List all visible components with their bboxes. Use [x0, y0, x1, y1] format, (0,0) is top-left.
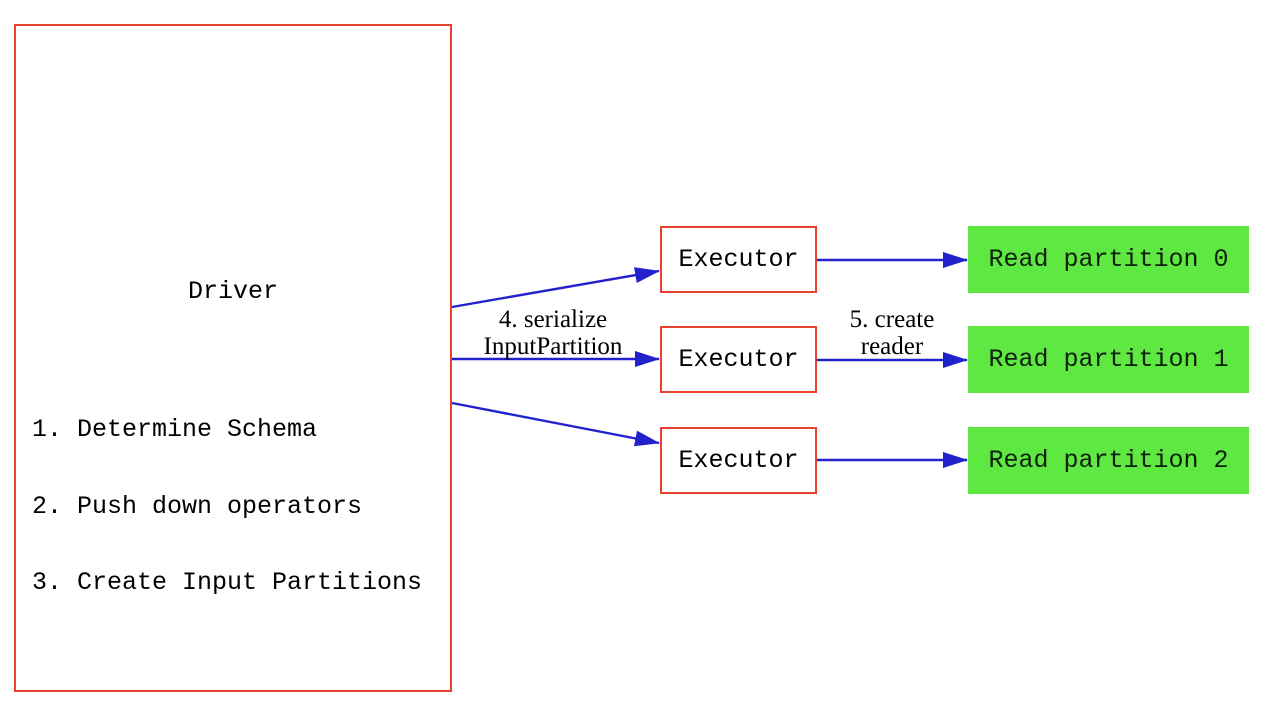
driver-steps-list: 1. Determine Schema 2. Push down operato…	[32, 366, 422, 647]
edge-label-reader-line2: reader	[860, 333, 924, 360]
edge-label-create-reader: 5. create reader	[812, 306, 972, 360]
edge-label-serialize-inputpartition: 4. serialize InputPartition	[451, 306, 655, 360]
executor-node-2: Executor	[660, 326, 817, 393]
driver-node: Driver 1. Determine Schema 2. Push down …	[14, 24, 452, 692]
driver-step-3: 3. Create Input Partitions	[32, 568, 423, 597]
partition-node-2: Read partition 2	[968, 427, 1249, 494]
driver-title: Driver	[187, 277, 278, 306]
driver-step-1: 1. Determine Schema	[32, 415, 318, 444]
executor-node-3: Executor	[660, 427, 817, 494]
edge-label-serialize-line1: 4. serialize	[498, 306, 608, 333]
partition-label: Read partition 0	[988, 245, 1229, 274]
edge-label-reader-line1: 5. create	[849, 306, 935, 333]
arrow-driver-to-executor-3	[451, 401, 660, 447]
partition-label: Read partition 1	[988, 345, 1229, 374]
driver-step-2: 2. Push down operators	[32, 491, 363, 521]
edge-label-serialize-line2: InputPartition	[483, 333, 623, 360]
arrow-driver-to-executor-1	[451, 267, 660, 309]
partition-label: Read partition 2	[988, 446, 1229, 475]
executor-label: Executor	[678, 345, 799, 374]
partition-node-0: Read partition 0	[968, 226, 1249, 293]
partition-node-1: Read partition 1	[968, 326, 1249, 393]
executor-node-1: Executor	[660, 226, 817, 293]
executor-label: Executor	[678, 446, 799, 475]
executor-label: Executor	[678, 245, 799, 274]
